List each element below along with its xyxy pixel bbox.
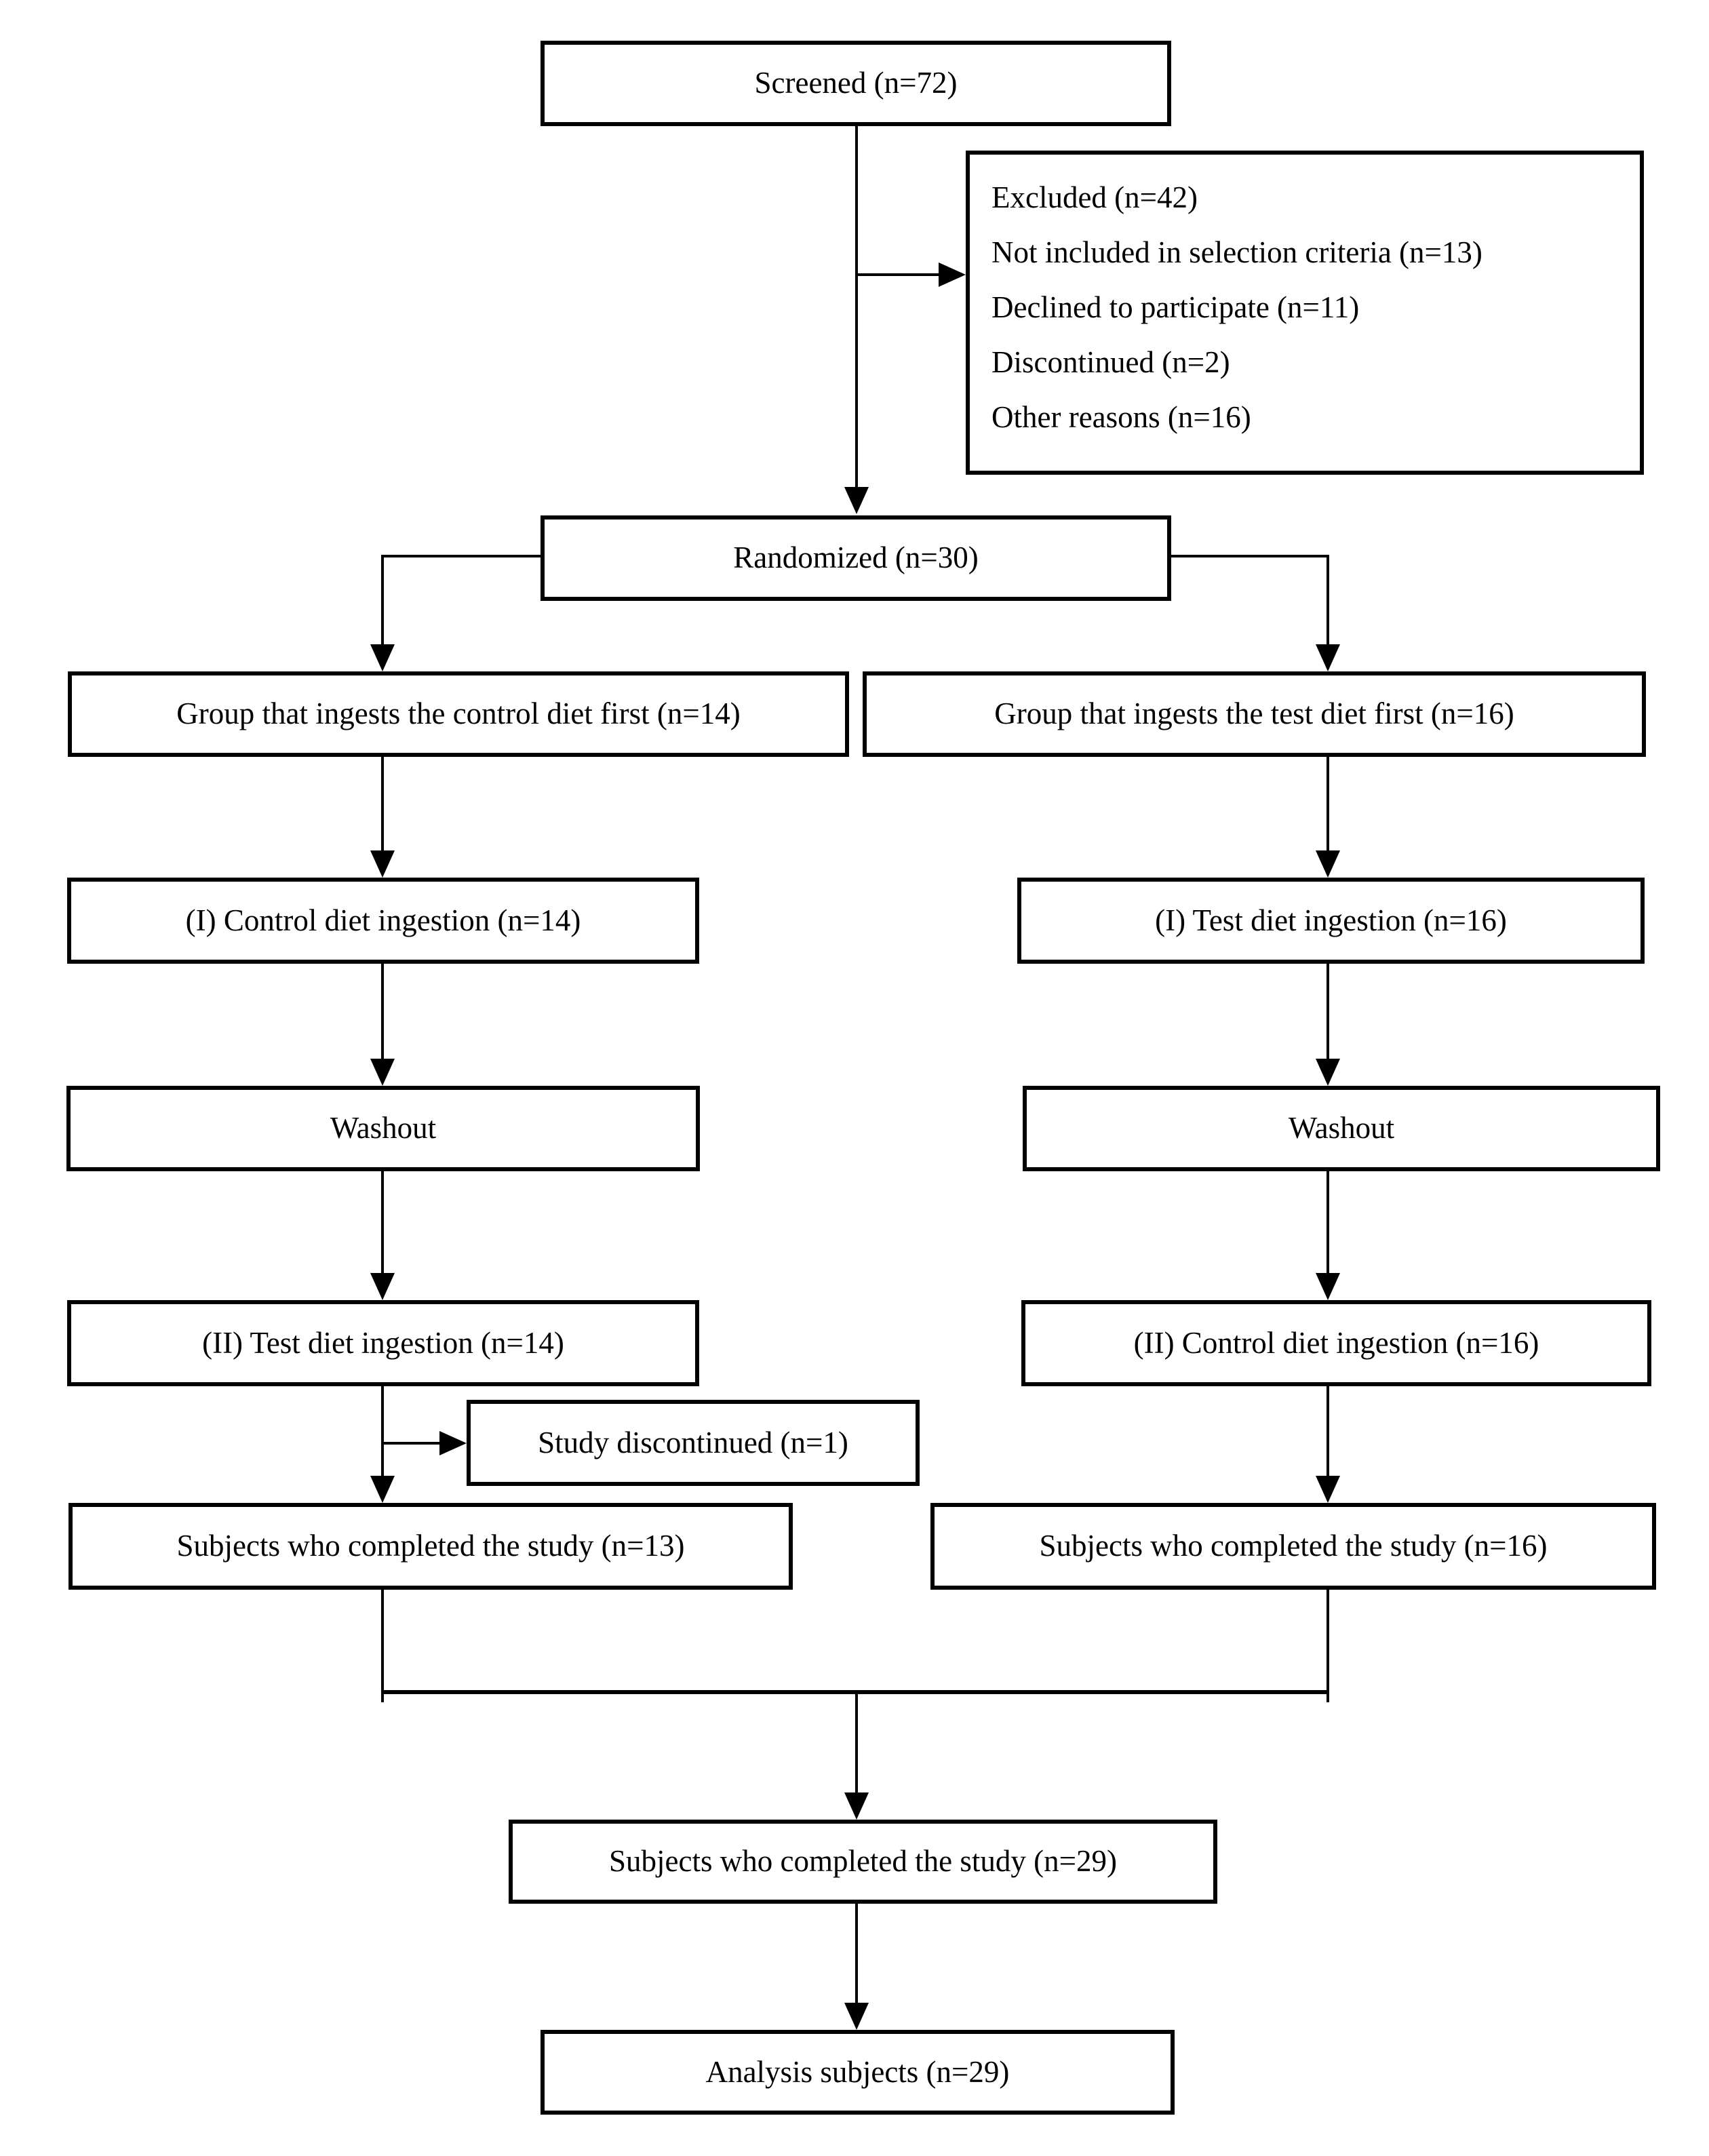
arrowhead-into-washout-right	[1316, 1059, 1340, 1086]
connector-merge-horizontal	[381, 1690, 1329, 1694]
screened-label: Screened (n=72)	[754, 66, 958, 100]
flow-box-group-control-first: Group that ingests the control diet firs…	[68, 671, 849, 757]
excluded-reason-discontinued: Discontinued (n=2)	[991, 345, 1230, 380]
flow-box-control-diet-ingestion-2: (II) Control diet ingestion (n=16)	[1021, 1300, 1651, 1386]
flow-box-completed-control-first: Subjects who completed the study (n=13)	[68, 1503, 793, 1590]
arrowhead-into-control-ingestion2	[1316, 1273, 1340, 1300]
arrowhead-into-group-control	[370, 644, 395, 671]
excluded-reason-other: Other reasons (n=16)	[991, 400, 1251, 435]
randomized-label: Randomized (n=30)	[733, 541, 979, 575]
study-discontinued-label: Study discontinued (n=1)	[538, 1425, 848, 1459]
connector-ingestion1-to-washout-left	[381, 964, 384, 1059]
connector-completed-left-down	[381, 1590, 384, 1702]
arrowhead-into-analysis	[844, 2003, 869, 2030]
arrowhead-into-completed-left	[370, 1476, 395, 1503]
flow-box-test-diet-ingestion-2: (II) Test diet ingestion (n=14)	[67, 1300, 699, 1386]
excluded-reason-declined: Declined to participate (n=11)	[991, 290, 1360, 325]
flow-box-group-test-first: Group that ingests the test diet first (…	[863, 671, 1646, 757]
group-test-first-label: Group that ingests the test diet first (…	[994, 697, 1514, 731]
connector-randomized-left-horizontal	[382, 555, 541, 557]
connector-screened-to-randomized	[855, 126, 858, 487]
arrowhead-into-excluded	[939, 262, 966, 287]
flow-box-analysis: Analysis subjects (n=29)	[541, 2030, 1175, 2115]
connector-merge-to-completed-total	[855, 1693, 858, 1792]
connector-completed-total-to-analysis	[855, 1904, 858, 2003]
connector-completed-right-down	[1327, 1590, 1329, 1702]
arrowhead-into-control-ingestion1	[370, 850, 395, 878]
control-diet-ingestion-1-label: (I) Control diet ingestion (n=14)	[185, 903, 581, 937]
completed-total-label: Subjects who completed the study (n=29)	[608, 1844, 1117, 1879]
flow-box-excluded: Excluded (n=42) Not included in selectio…	[966, 151, 1644, 475]
flow-box-washout-left: Washout	[66, 1086, 700, 1171]
group-control-first-label: Group that ingests the control diet firs…	[176, 697, 741, 731]
connector-washout-to-ingestion2-right	[1327, 1171, 1329, 1273]
connector-randomized-to-group-control	[381, 555, 384, 644]
flow-box-completed-total: Subjects who completed the study (n=29)	[509, 1820, 1217, 1904]
control-diet-ingestion-2-label: (II) Control diet ingestion (n=16)	[1133, 1325, 1539, 1360]
connector-group-test-to-ingestion1	[1327, 757, 1329, 850]
connector-randomized-right-horizontal	[1171, 555, 1328, 557]
flow-box-control-diet-ingestion-1: (I) Control diet ingestion (n=14)	[67, 878, 699, 964]
arrowhead-into-test-ingestion2	[370, 1273, 395, 1300]
flow-box-randomized: Randomized (n=30)	[541, 515, 1171, 601]
connector-randomized-to-group-test	[1327, 555, 1329, 644]
flow-box-completed-test-first: Subjects who completed the study (n=16)	[930, 1503, 1656, 1590]
connector-ingestion2-to-completed-right	[1327, 1386, 1329, 1476]
washout-left-label: Washout	[330, 1111, 437, 1145]
arrowhead-into-study-discontinued	[439, 1431, 467, 1455]
arrowhead-into-group-test	[1316, 644, 1340, 671]
washout-right-label: Washout	[1288, 1111, 1395, 1145]
arrowhead-into-washout-left	[370, 1059, 395, 1086]
arrowhead-into-randomized	[844, 487, 869, 514]
connector-ingestion1-to-washout-right	[1327, 964, 1329, 1059]
arrowhead-into-completed-total	[844, 1792, 869, 1820]
completed-control-first-label: Subjects who completed the study (n=13)	[176, 1529, 685, 1563]
analysis-label: Analysis subjects (n=29)	[705, 2054, 1010, 2089]
flow-box-washout-right: Washout	[1023, 1086, 1660, 1171]
flow-box-screened: Screened (n=72)	[541, 41, 1171, 126]
connector-to-excluded	[857, 273, 939, 276]
connector-to-study-discontinued	[382, 1442, 439, 1445]
completed-test-first-label: Subjects who completed the study (n=16)	[1039, 1529, 1548, 1563]
connector-washout-to-ingestion2-left	[381, 1171, 384, 1273]
flow-box-study-discontinued: Study discontinued (n=1)	[467, 1400, 920, 1486]
flow-box-test-diet-ingestion-1: (I) Test diet ingestion (n=16)	[1017, 878, 1645, 964]
connector-group-control-to-ingestion1	[381, 757, 384, 850]
test-diet-ingestion-1-label: (I) Test diet ingestion (n=16)	[1155, 903, 1507, 937]
excluded-total-label: Excluded (n=42)	[991, 180, 1198, 214]
connector-ingestion2-to-completed-left	[381, 1386, 384, 1476]
test-diet-ingestion-2-label: (II) Test diet ingestion (n=14)	[202, 1325, 564, 1360]
arrowhead-into-completed-right	[1316, 1476, 1340, 1503]
arrowhead-into-test-ingestion1	[1316, 850, 1340, 878]
excluded-reason-selection-criteria: Not included in selection criteria (n=13…	[991, 235, 1482, 270]
